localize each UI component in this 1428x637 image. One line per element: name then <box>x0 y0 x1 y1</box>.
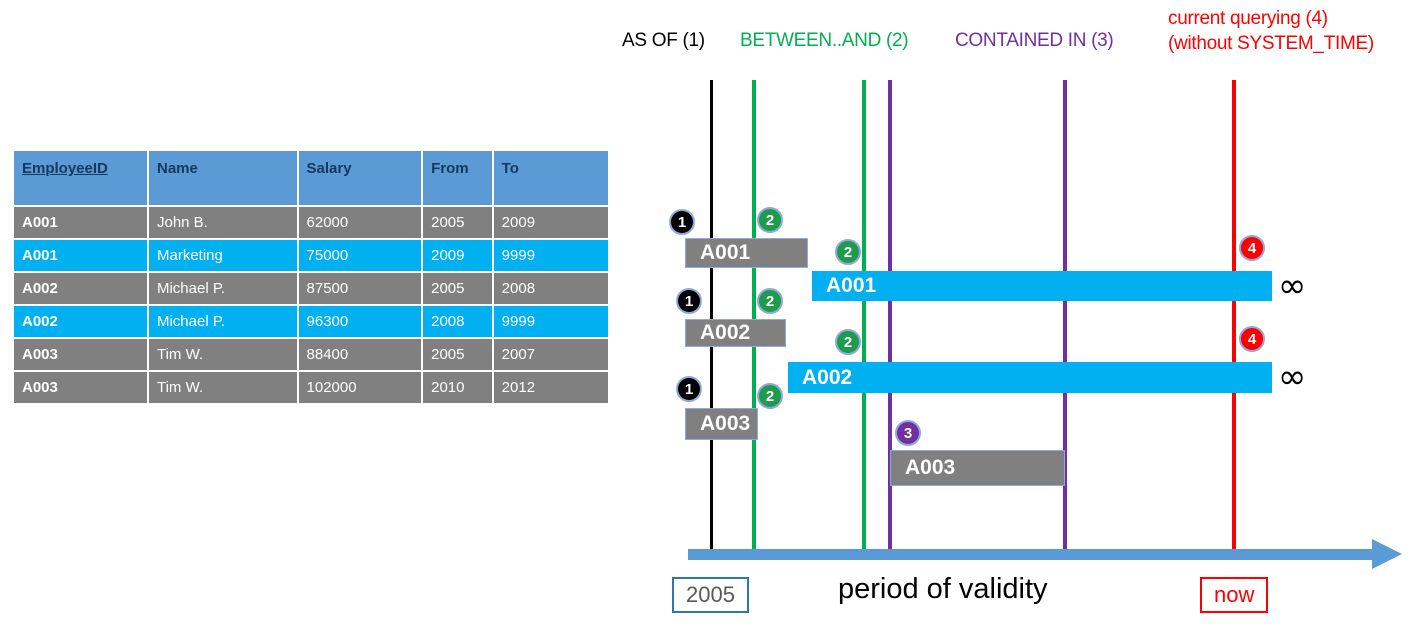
cell-name: Michael P. <box>148 273 297 304</box>
axis-start-label: 2005 <box>672 577 749 613</box>
cell-name: Marketing <box>148 240 297 271</box>
marker-2-a002-end: 2 <box>835 329 861 355</box>
legend-between-and: BETWEEN..AND (2) <box>740 30 909 51</box>
timeline-axis <box>688 549 1376 560</box>
cell-to: 2007 <box>493 339 608 370</box>
query-line-contained-start <box>888 80 892 558</box>
column-header-to: To <box>493 151 608 205</box>
legend-current-querying-line2: (without SYSTEM_TIME) <box>1168 33 1374 54</box>
cell-name: John B. <box>148 207 297 238</box>
column-header-from: From <box>423 151 492 205</box>
table-row: A001 Marketing 75000 2009 9999 <box>14 240 608 271</box>
timeline-bar-a003-historic: A003 <box>685 408 758 440</box>
column-header-name: Name <box>148 151 297 205</box>
column-header-employeeid: EmployeeID <box>14 151 147 205</box>
marker-1-a001: 1 <box>669 209 695 235</box>
column-header-salary: Salary <box>298 151 422 205</box>
column-header-employeeid-label: EmployeeID <box>22 160 108 177</box>
query-line-now <box>1232 80 1236 558</box>
timeline-bar-a001-current: A001 <box>812 271 1272 301</box>
cell-name: Tim W. <box>148 339 297 370</box>
cell-employeeid: A003 <box>14 372 147 403</box>
employee-history-table: EmployeeID Name Salary From To A001 John… <box>12 149 610 405</box>
axis-now-label: now <box>1200 577 1269 613</box>
cell-to: 9999 <box>493 306 608 337</box>
marker-2-a002-start: 2 <box>757 288 783 314</box>
cell-name: Tim W. <box>148 372 297 403</box>
table-row: A002 Michael P. 96300 2008 9999 <box>14 306 608 337</box>
cell-to: 2008 <box>493 273 608 304</box>
cell-salary: 102000 <box>298 372 422 403</box>
cell-to: 2012 <box>493 372 608 403</box>
cell-name: Michael P. <box>148 306 297 337</box>
legend-current-querying-line1: current querying (4) <box>1168 8 1328 29</box>
cell-from: 2005 <box>423 207 492 238</box>
marker-3-a003: 3 <box>895 420 921 446</box>
legend-contained-in: CONTAINED IN (3) <box>955 30 1114 51</box>
axis-title: period of validity <box>838 573 1048 605</box>
table-row: A003 Tim W. 88400 2005 2007 <box>14 339 608 370</box>
cell-employeeid: A001 <box>14 240 147 271</box>
cell-salary: 62000 <box>298 207 422 238</box>
query-line-contained-end <box>1063 80 1067 558</box>
cell-from: 2010 <box>423 372 492 403</box>
marker-2-a001-end: 2 <box>835 239 861 265</box>
timeline-axis-arrow-icon <box>1372 539 1402 569</box>
timeline-bar-a003-contained: A003 <box>890 450 1065 486</box>
legend-current-querying: current querying (4) (without SYSTEM_TIM… <box>1168 6 1374 56</box>
marker-1-a002: 1 <box>676 288 702 314</box>
table-row: A002 Michael P. 87500 2005 2008 <box>14 273 608 304</box>
cell-employeeid: A001 <box>14 207 147 238</box>
cell-from: 2008 <box>423 306 492 337</box>
cell-to: 2009 <box>493 207 608 238</box>
marker-2-a003: 2 <box>757 383 783 409</box>
cell-employeeid: A003 <box>14 339 147 370</box>
infinity-icon-a001: ∞ <box>1278 266 1307 306</box>
query-line-between-end <box>862 80 866 558</box>
cell-salary: 75000 <box>298 240 422 271</box>
cell-from: 2005 <box>423 339 492 370</box>
cell-from: 2009 <box>423 240 492 271</box>
marker-4-a001: 4 <box>1239 235 1265 261</box>
marker-2-a001-start: 2 <box>757 207 783 233</box>
cell-from: 2005 <box>423 273 492 304</box>
table-row: A001 John B. 62000 2005 2009 <box>14 207 608 238</box>
timeline-bar-a001-historic: A001 <box>685 238 808 268</box>
cell-salary: 96300 <box>298 306 422 337</box>
marker-1-a003: 1 <box>676 376 702 402</box>
table-header-row: EmployeeID Name Salary From To <box>14 151 608 205</box>
timeline-bar-a002-current: A002 <box>788 362 1272 393</box>
table-row: A003 Tim W. 102000 2010 2012 <box>14 372 608 403</box>
cell-salary: 88400 <box>298 339 422 370</box>
infinity-icon-a002: ∞ <box>1278 357 1307 397</box>
cell-salary: 87500 <box>298 273 422 304</box>
cell-to: 9999 <box>493 240 608 271</box>
cell-employeeid: A002 <box>14 306 147 337</box>
cell-employeeid: A002 <box>14 273 147 304</box>
legend-as-of: AS OF (1) <box>622 30 705 51</box>
timeline-bar-a002-historic: A002 <box>685 319 786 347</box>
marker-4-a002: 4 <box>1239 326 1265 352</box>
